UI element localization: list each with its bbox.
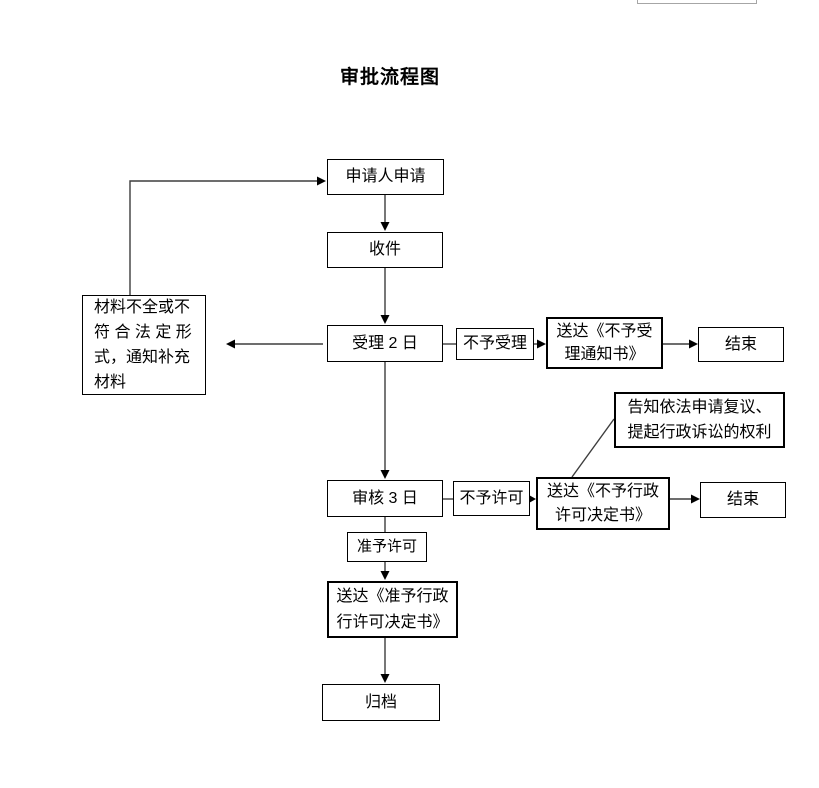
node-no-acceptance: 不予受理 — [456, 328, 534, 360]
node-no-permit: 不予许可 — [453, 481, 530, 516]
node-grant-permit: 准予许可 — [347, 532, 427, 562]
arrowhead-receive-to-accept — [380, 315, 390, 324]
arrowhead-deliver-permit-to-archive — [380, 674, 390, 683]
node-deliver-no-permit-decision: 送达《不予行政许可决定书》 — [536, 477, 670, 530]
connector-deliver-to-inform-rights — [571, 418, 615, 478]
arrowhead-no-permit-to-deliver — [528, 494, 536, 504]
cropped-frame-fragment — [637, 0, 757, 4]
arrowhead-grant-to-deliver-permit — [380, 571, 390, 580]
arrowhead-accept-to-review — [380, 470, 390, 479]
node-end-1: 结束 — [698, 327, 784, 362]
node-inform-rights: 告知依法申请复议、提起行政诉讼的权利 — [614, 392, 785, 448]
arrowhead-no-acceptance-to-deliver — [537, 339, 546, 349]
arrow-materials-to-applicant — [129, 180, 318, 295]
arrowhead-applicant-to-receive — [380, 222, 390, 231]
node-end-2: 结束 — [700, 482, 786, 518]
arrowhead-materials-to-applicant — [317, 176, 326, 186]
arrowhead-deliver-to-end-1 — [689, 339, 698, 349]
node-deliver-permit-decision: 送达《准予行政行许可决定书》 — [327, 581, 458, 638]
node-review-3-days: 审核 3 日 — [327, 480, 443, 517]
page-title: 审批流程图 — [339, 67, 440, 88]
arrowhead-accept-to-materials — [226, 339, 235, 349]
node-receive: 收件 — [327, 232, 443, 268]
node-archive: 归档 — [322, 684, 440, 721]
node-applicant: 申请人申请 — [327, 159, 444, 195]
node-accept-2-days: 受理 2 日 — [327, 325, 443, 362]
arrowhead-deliver-to-end-2 — [691, 494, 700, 504]
node-materials-incomplete: 材料不全或不符 合 法 定 形式，通知补充材料 — [82, 295, 206, 395]
node-deliver-no-acceptance-notice: 送达《不予受理通知书》 — [546, 317, 663, 369]
